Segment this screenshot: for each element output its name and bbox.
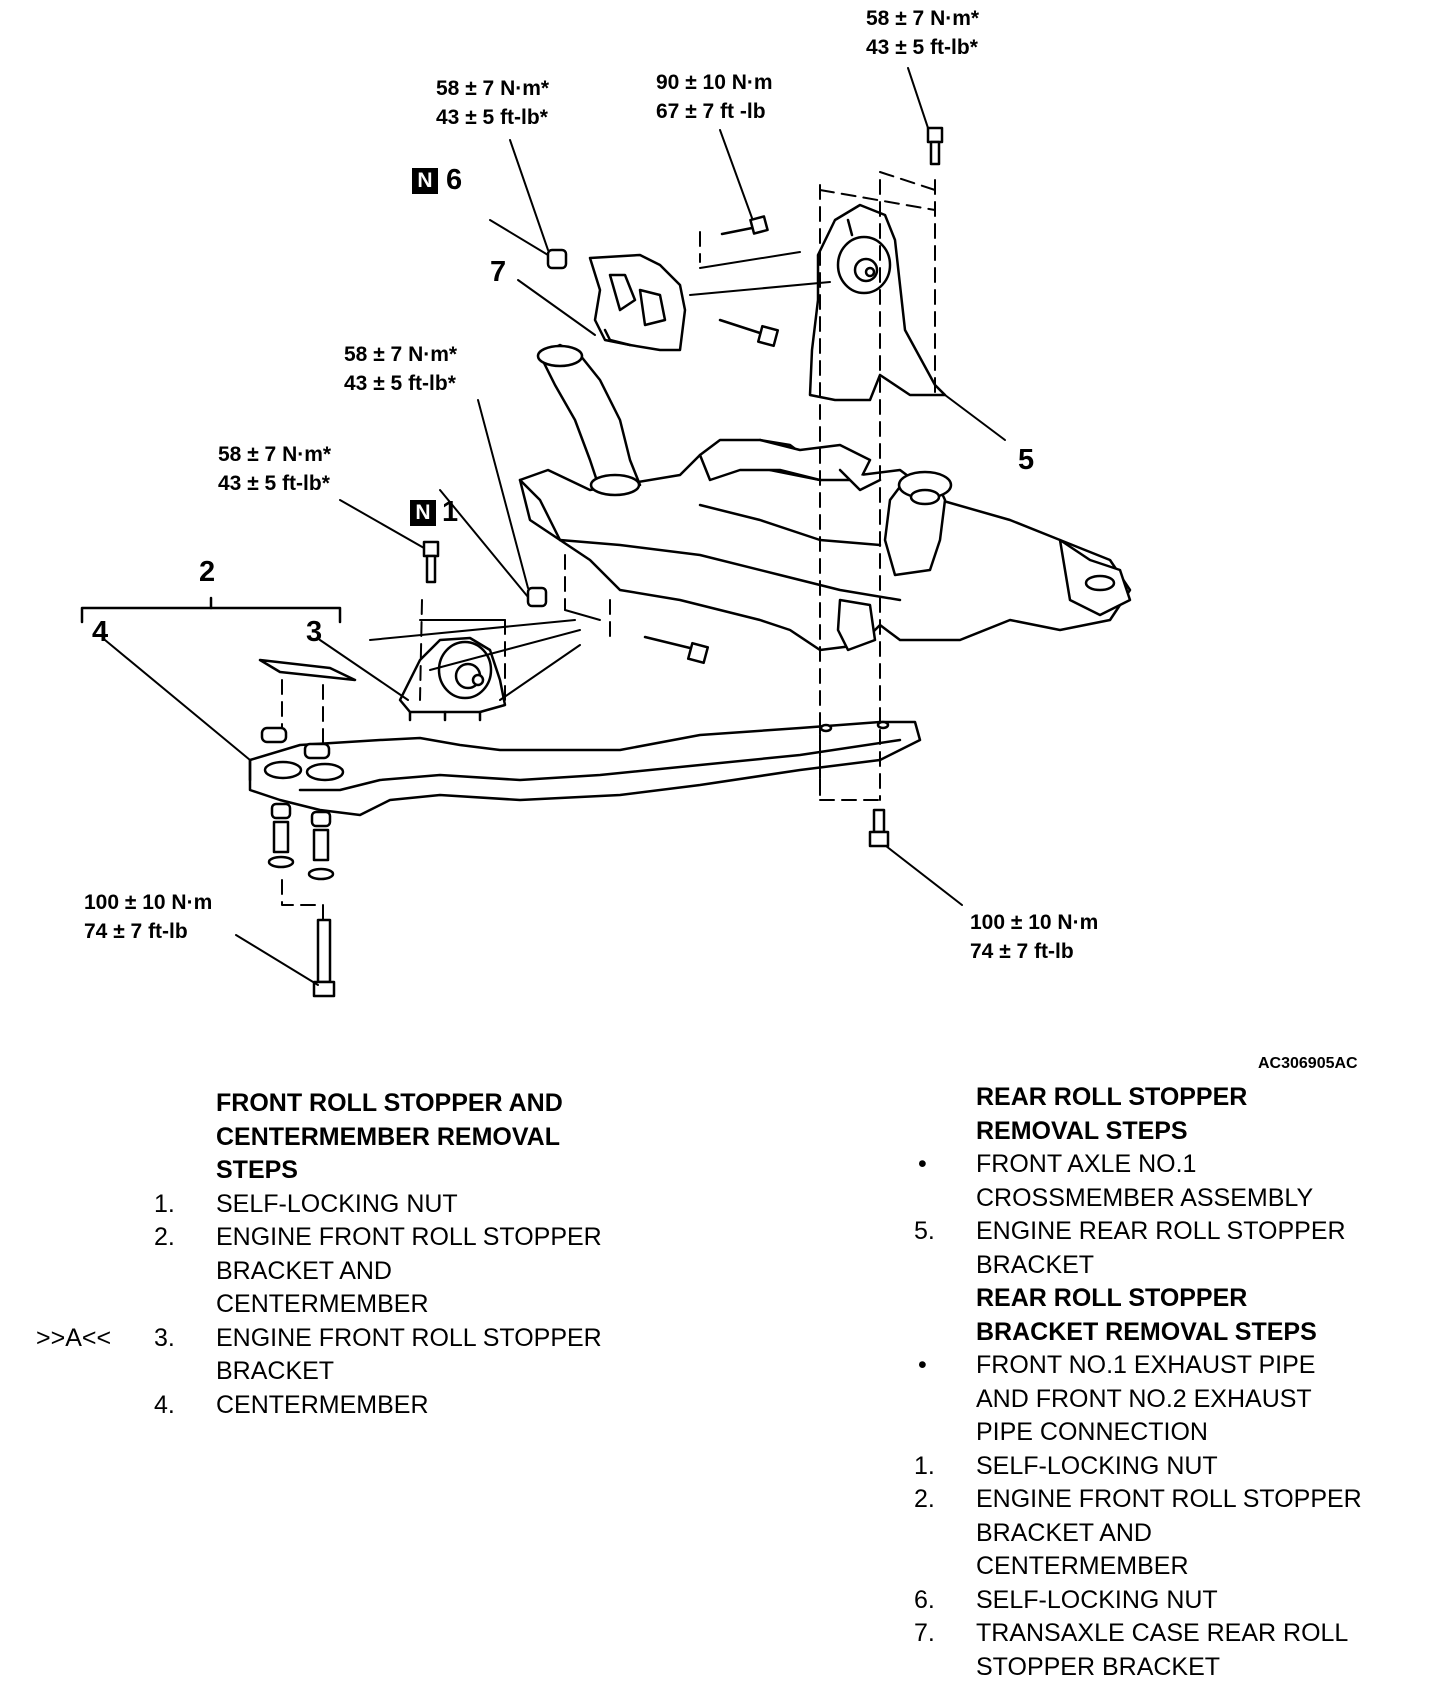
front-roll-stopper-bracket [398, 636, 507, 722]
torque-label-mid-left-a: 58 ± 7 N·m* 43 ± 5 ft-lb* [344, 343, 458, 395]
step-item: 7. TRANSAXLE CASE REAR ROLL STOPPER BRAC… [914, 1619, 1349, 1681]
torque-label-top-right: 58 ± 7 N·m* 43 ± 5 ft-lb* [866, 7, 980, 59]
torque-label-mid-left-b: 58 ± 7 N·m* 43 ± 5 ft-lb* [218, 443, 332, 495]
n-badge-1: N [410, 500, 436, 526]
leader-lines [104, 67, 1006, 986]
callout-5: 5 [1018, 444, 1035, 476]
rear-roll-stopper-steps: REAR ROLL STOPPER REMOVAL STEPS • FRONT … [914, 1081, 1426, 1684]
step-item: 1. SELF-LOCKING NUT [154, 1189, 458, 1218]
torque-label-upper-left: 58 ± 7 N·m* 43 ± 5 ft-lb* [436, 77, 550, 129]
step-item: >>A<< 3. ENGINE FRONT ROLL STOPPER BRACK… [36, 1323, 602, 1386]
step-item: 2. ENGINE FRONT ROLL STOPPER BRACKET AND… [914, 1485, 1362, 1580]
step-item: • FRONT NO.1 EXHAUST PIPE AND FRONT NO.2… [918, 1351, 1316, 1446]
right-heading-2: REAR ROLL STOPPER BRACKET REMOVAL STEPS [976, 1284, 1317, 1346]
alignment-lines [369, 251, 831, 701]
step-item: • FRONT AXLE NO.1 CROSSMEMBER ASSEMBLY [918, 1150, 1314, 1212]
transaxle-rear-roll-stopper-bracket [588, 253, 687, 352]
figure-reference: AC306905AC [1258, 1055, 1358, 1072]
step-item: 2. ENGINE FRONT ROLL STOPPER BRACKET AND… [154, 1223, 602, 1318]
step-item: 1. SELF-LOCKING NUT [914, 1451, 1218, 1480]
item-2-bracket [80, 596, 342, 624]
callout-6: 6 [446, 164, 463, 196]
left-heading: FRONT ROLL STOPPER AND CENTERMEMBER REMO… [216, 1089, 563, 1184]
right-heading-1: REAR ROLL STOPPER REMOVAL STEPS [976, 1083, 1248, 1145]
exploded-parts-diagram [80, 67, 1132, 998]
centermember [248, 720, 922, 817]
front-roll-stopper-steps: FRONT ROLL STOPPER AND CENTERMEMBER REMO… [36, 1087, 686, 1422]
torque-label-bottom-right: 100 ± 10 N·m 74 ± 7 ft-lb [970, 911, 1099, 963]
step-item: 5. ENGINE REAR ROLL STOPPER BRACKET [914, 1217, 1346, 1279]
rear-roll-stopper-bracket [808, 203, 947, 402]
fasteners [258, 126, 944, 998]
torque-label-bottom-left: 100 ± 10 N·m 74 ± 7 ft-lb [84, 891, 213, 943]
callout-4: 4 [92, 616, 109, 648]
step-item: 6. SELF-LOCKING NUT [914, 1585, 1218, 1614]
step-item: 4. CENTERMEMBER [154, 1390, 429, 1419]
callout-3: 3 [306, 616, 323, 648]
callout-1: 1 [442, 496, 459, 528]
crossmember-assembly [518, 343, 1132, 652]
callout-2: 2 [199, 556, 216, 588]
torque-label-upper-mid: 90 ± 10 N·m 67 ± 7 ft -lb [656, 71, 773, 123]
n-badge-6: N [412, 168, 438, 194]
callout-7: 7 [490, 256, 507, 288]
reference-mark: >>A<< [36, 1323, 112, 1352]
assembly-guide-lines [281, 171, 936, 921]
